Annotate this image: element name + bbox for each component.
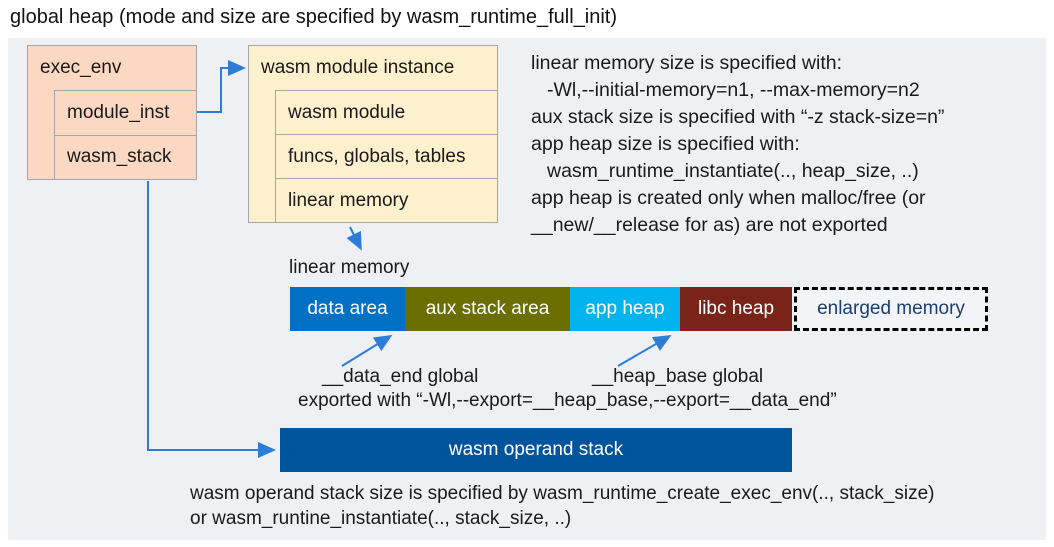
linear-memory-label: linear memory — [289, 257, 410, 278]
note-line: __new/__release for as) are not exported — [531, 214, 888, 236]
operand-stack-notes: wasm operand stack size is specified by … — [190, 481, 935, 531]
segment-data-area: data area — [290, 287, 405, 331]
diagram-title: global heap (mode and size are specified… — [10, 6, 617, 28]
module-instance-fields: wasm module funcs, globals, tables linea… — [275, 90, 497, 222]
exec-env-field-wasm-stack: wasm_stack — [55, 134, 196, 179]
note-line: or wasm_runtine_instantiate(.., stack_si… — [190, 508, 572, 529]
linear-memory-notes: linear memory size is specified with: -W… — [531, 50, 944, 239]
note-line: aux stack size is specified with “-z sta… — [531, 106, 945, 128]
note-line: wasm operand stack size is specified by … — [190, 483, 935, 504]
exec-env-title: exec_env — [40, 57, 122, 78]
wasm-operand-stack-bar: wasm operand stack — [280, 428, 792, 472]
exported-with-label: exported with “-Wl,--export=__heap_base,… — [298, 390, 837, 411]
exec-env-box: exec_env module_inst wasm_stack — [27, 45, 197, 180]
data-end-global-label: __data_end global — [322, 366, 479, 387]
segment-libc-heap: libc heap — [680, 287, 792, 331]
linear-memory-bar: data area aux stack area app heap libc h… — [290, 287, 988, 331]
segment-app-heap: app heap — [570, 287, 680, 331]
module-instance-field-wasm-module: wasm module — [276, 90, 497, 134]
note-line: app heap is created only when malloc/fre… — [531, 187, 926, 209]
segment-aux-stack-area: aux stack area — [405, 287, 570, 331]
note-line: linear memory size is specified with: — [531, 52, 843, 74]
segment-enlarged-memory: enlarged memory — [794, 287, 988, 331]
module-instance-field-linear-memory: linear memory — [276, 178, 497, 222]
exec-env-fields: module_inst wasm_stack — [54, 90, 196, 179]
module-instance-box: wasm module instance wasm module funcs, … — [248, 45, 498, 223]
heap-base-global-label: __heap_base global — [592, 366, 764, 387]
module-instance-title: wasm module instance — [261, 57, 455, 78]
module-instance-field-funcs-globals-tables: funcs, globals, tables — [276, 134, 497, 178]
note-line: wasm_runtime_instantiate(.., heap_size, … — [547, 160, 919, 182]
note-line: -Wl,--initial-memory=n1, --max-memory=n2 — [547, 79, 920, 101]
note-line: app heap size is specified with: — [531, 133, 800, 155]
exec-env-field-module-inst: module_inst — [55, 90, 196, 135]
